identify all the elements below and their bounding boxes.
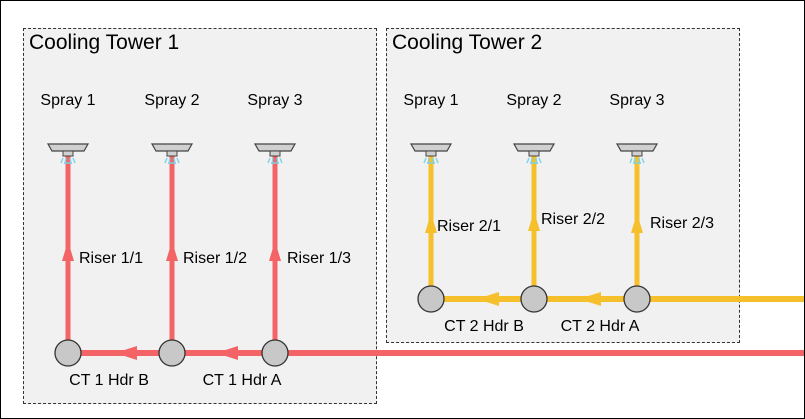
ct1-node-left[interactable] xyxy=(54,339,82,367)
ct1-spray-1-label: Spray 1 xyxy=(40,92,96,109)
flow-arrow-up xyxy=(62,241,74,261)
ct2-hdr-a-label: CT 2 Hdr A xyxy=(560,318,640,335)
cooling-tower-2-group[interactable]: Cooling Tower 2 xyxy=(386,28,740,343)
ct1-piping xyxy=(47,143,804,367)
ct2-hdr-a-node[interactable] xyxy=(623,285,651,313)
flow-arrow-up xyxy=(528,211,540,231)
ct1-spray-2-label: Spray 2 xyxy=(144,92,200,109)
ct2-hdr-b-node[interactable] xyxy=(417,285,445,313)
flow-arrow-up xyxy=(166,241,178,261)
ct2-node-mid[interactable] xyxy=(520,285,548,313)
flow-arrow-left xyxy=(579,292,601,306)
ct2-riser-3-label: Riser 2/3 xyxy=(650,215,715,232)
ct2-riser-1-label: Riser 2/1 xyxy=(437,218,502,235)
ct2-spray-2-label: Spray 2 xyxy=(506,92,562,109)
flow-arrow-up xyxy=(425,213,437,233)
cooling-tower-1-title: Cooling Tower 1 xyxy=(29,31,180,54)
flow-arrow-left xyxy=(216,346,238,360)
ct1-hdr-a-node[interactable] xyxy=(261,339,289,367)
ct1-riser-2-label: Riser 1/2 xyxy=(183,250,248,267)
ct1-hdr-a-label: CT 1 Hdr A xyxy=(202,372,282,389)
cooling-tower-1-group[interactable]: Cooling Tower 1 xyxy=(23,28,377,404)
flow-arrow-up xyxy=(269,241,281,261)
ct2-spray-3-label: Spray 3 xyxy=(609,92,665,109)
ct1-hdr-b-node[interactable] xyxy=(158,339,186,367)
flow-arrow-left xyxy=(115,346,137,360)
flow-arrow-up xyxy=(631,213,643,233)
cooling-tower-2-title: Cooling Tower 2 xyxy=(392,31,543,54)
ct2-spray-1-label: Spray 1 xyxy=(403,92,459,109)
ct1-riser-3-label: Riser 1/3 xyxy=(287,250,352,267)
ct2-hdr-b-label: CT 2 Hdr B xyxy=(444,318,524,335)
ct1-spray-3-label: Spray 3 xyxy=(247,92,303,109)
ct1-riser-1-label: Riser 1/1 xyxy=(79,250,144,267)
ct2-riser-2-label: Riser 2/2 xyxy=(541,211,606,228)
ct1-hdr-b-label: CT 1 Hdr B xyxy=(69,372,149,389)
ct2-piping xyxy=(410,143,804,313)
flow-arrow-left xyxy=(477,292,499,306)
